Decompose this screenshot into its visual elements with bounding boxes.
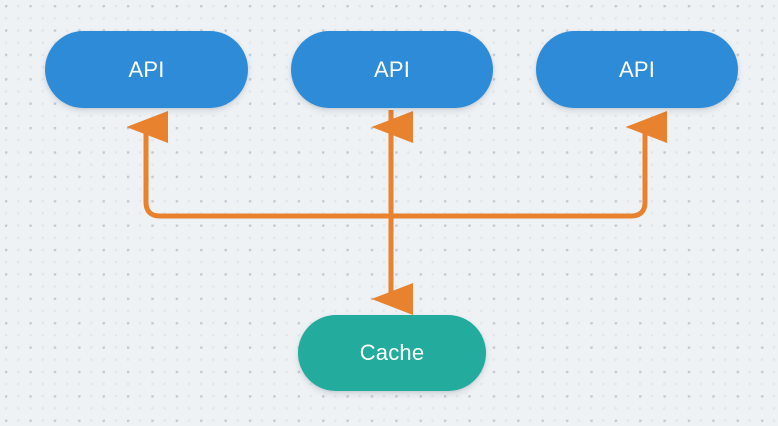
node-api-1[interactable]: API [45, 31, 248, 108]
node-api-2[interactable]: API [291, 31, 493, 108]
node-api-2-label: API [373, 56, 411, 82]
edge-cache-to-api-3 [391, 111, 667, 219]
edge-cache-to-api-1 [126, 111, 391, 219]
node-cache-label: Cache [359, 340, 425, 365]
node-api-3[interactable]: API [536, 31, 738, 108]
node-cache[interactable]: Cache [298, 315, 486, 391]
node-api-1-label: API [128, 56, 165, 82]
node-api-3-label: API [618, 56, 656, 82]
